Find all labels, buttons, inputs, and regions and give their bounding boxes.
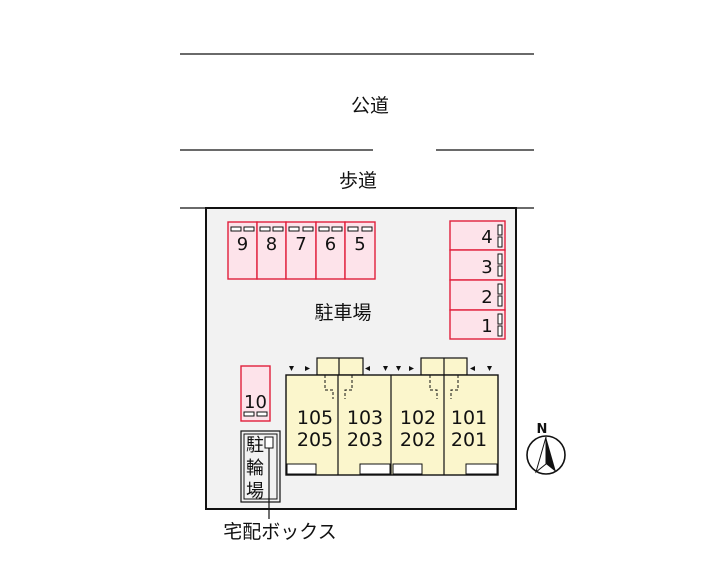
parking-space: 1 xyxy=(449,309,506,340)
unit: 103 203 xyxy=(347,407,383,451)
parking-number: 4 xyxy=(481,227,492,248)
parking-label: 駐車場 xyxy=(314,302,371,324)
unit-number-upper: 205 xyxy=(297,429,333,451)
parking-space: 8 xyxy=(256,221,287,280)
unit: 101 201 xyxy=(451,407,487,451)
unit-number-lower: 103 xyxy=(347,407,383,429)
north-label: N xyxy=(537,422,548,437)
unit-number-lower: 102 xyxy=(400,407,436,429)
public-road-label: 公道 xyxy=(351,95,389,117)
parking-space: 3 xyxy=(449,249,506,281)
parking-number: 5 xyxy=(354,234,365,255)
parking-number: 10 xyxy=(244,392,267,413)
parking-space-10: 10 xyxy=(240,365,271,422)
north-compass-icon: N xyxy=(526,422,566,475)
parking-space: 2 xyxy=(449,279,506,311)
parking-number: 7 xyxy=(295,234,306,255)
delivery-box-marker xyxy=(264,436,274,449)
parking-number: 8 xyxy=(266,234,277,255)
parking-number: 1 xyxy=(481,316,492,337)
unit-number-lower: 101 xyxy=(451,407,487,429)
delivery-box-label: 宅配ボックス xyxy=(223,521,336,543)
building xyxy=(285,357,499,476)
bike-parking-char-2: 輪 xyxy=(246,458,264,479)
parking-space: 7 xyxy=(285,221,317,280)
unit: 105 205 xyxy=(297,407,333,451)
parking-number: 6 xyxy=(325,234,336,255)
unit-number-upper: 201 xyxy=(451,429,487,451)
unit-number-lower: 105 xyxy=(297,407,333,429)
bike-parking-char-3: 場 xyxy=(246,481,264,502)
parking-number: 2 xyxy=(481,287,492,308)
parking-space: 6 xyxy=(315,221,346,280)
parking-space: 4 xyxy=(449,220,506,251)
parking-number: 9 xyxy=(237,234,248,255)
unit-number-upper: 202 xyxy=(400,429,436,451)
sidewalk-label: 歩道 xyxy=(339,170,377,192)
parking-space: 9 xyxy=(227,221,258,280)
parking-space: 5 xyxy=(344,221,376,280)
bike-parking-char-1: 駐 xyxy=(246,435,264,456)
parking-column-right: 4 3 2 1 xyxy=(449,220,506,340)
unit: 102 202 xyxy=(400,407,436,451)
bike-parking: 駐 輪 場 xyxy=(240,430,281,503)
unit-number-upper: 203 xyxy=(347,429,383,451)
parking-row-top: 9 8 7 6 5 xyxy=(227,221,376,280)
parking-number: 3 xyxy=(481,257,492,278)
